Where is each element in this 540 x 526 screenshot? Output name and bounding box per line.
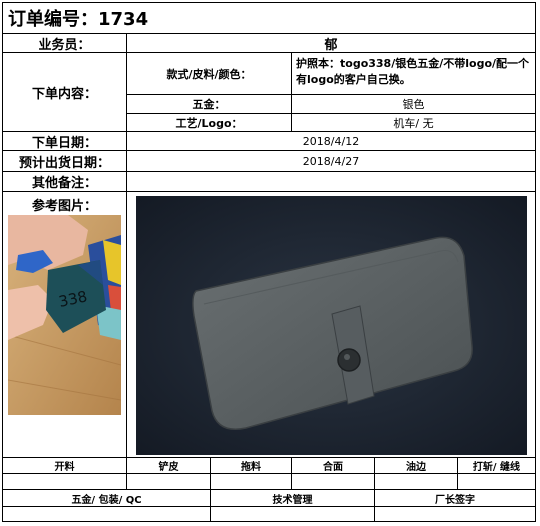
ship-date-label: 预计出货日期： (2, 150, 127, 172)
signoff-cutting[interactable] (2, 473, 127, 490)
hardware-label: 五金： (126, 94, 292, 114)
process-cutting: 开料 (2, 457, 127, 474)
order-date-label: 下单日期： (2, 131, 127, 151)
hardware-value: 银色 (291, 94, 536, 114)
salesperson-value: 郁 (126, 33, 536, 53)
signoff-dragging[interactable] (210, 473, 292, 490)
craft-label: 工艺/Logo： (126, 113, 292, 132)
order-sheet: 订单编号：1734 业务员： 郁 下单内容： 款式/皮料/颜色： 护照本：tog… (2, 2, 536, 522)
signoff-tech-management[interactable] (210, 506, 375, 522)
craft-value: 机车/ 无 (291, 113, 536, 132)
process-hardware-packing-qc: 五金/ 包装/ QC (2, 489, 211, 507)
process-edge-paint: 油边 (374, 457, 458, 474)
process-stitching: 打斩/ 缝线 (457, 457, 536, 474)
signoff-skiving[interactable] (126, 473, 211, 490)
notes-label: 其他备注： (2, 171, 127, 192)
process-factory-manager-sign: 厂长签字 (374, 489, 536, 507)
process-dragging: 拖料 (210, 457, 292, 474)
style-label: 款式/皮料/颜色： (126, 52, 292, 95)
swatch-illustration: 338 (8, 215, 121, 415)
wallet-illustration (136, 196, 527, 455)
notes-value (126, 171, 536, 192)
signoff-joining[interactable] (291, 473, 375, 490)
style-value: 护照本：togo338/银色五金/不带logo/配一个有logo的客户自己换。 (291, 52, 536, 95)
order-date-value: 2018/4/12 (126, 131, 536, 151)
process-skiving: 铲皮 (126, 457, 211, 474)
signoff-stitching[interactable] (457, 473, 536, 490)
order-number-title: 订单编号：1734 (2, 2, 536, 34)
signoff-hardware-packing-qc[interactable] (2, 506, 211, 522)
process-joining: 合面 (291, 457, 375, 474)
wallet-photo (136, 196, 527, 455)
order-content-label: 下单内容： (2, 52, 127, 132)
signoff-factory-manager[interactable] (374, 506, 536, 522)
leather-swatch-photo: 338 (8, 215, 121, 415)
swatch-code-label: 338 (57, 287, 89, 311)
signoff-edge-paint[interactable] (374, 473, 458, 490)
ref-images-label: 参考图片： (31, 199, 97, 214)
salesperson-label: 业务员： (2, 33, 127, 53)
ship-date-value: 2018/4/27 (126, 150, 536, 172)
process-tech-management: 技术管理 (210, 489, 375, 507)
